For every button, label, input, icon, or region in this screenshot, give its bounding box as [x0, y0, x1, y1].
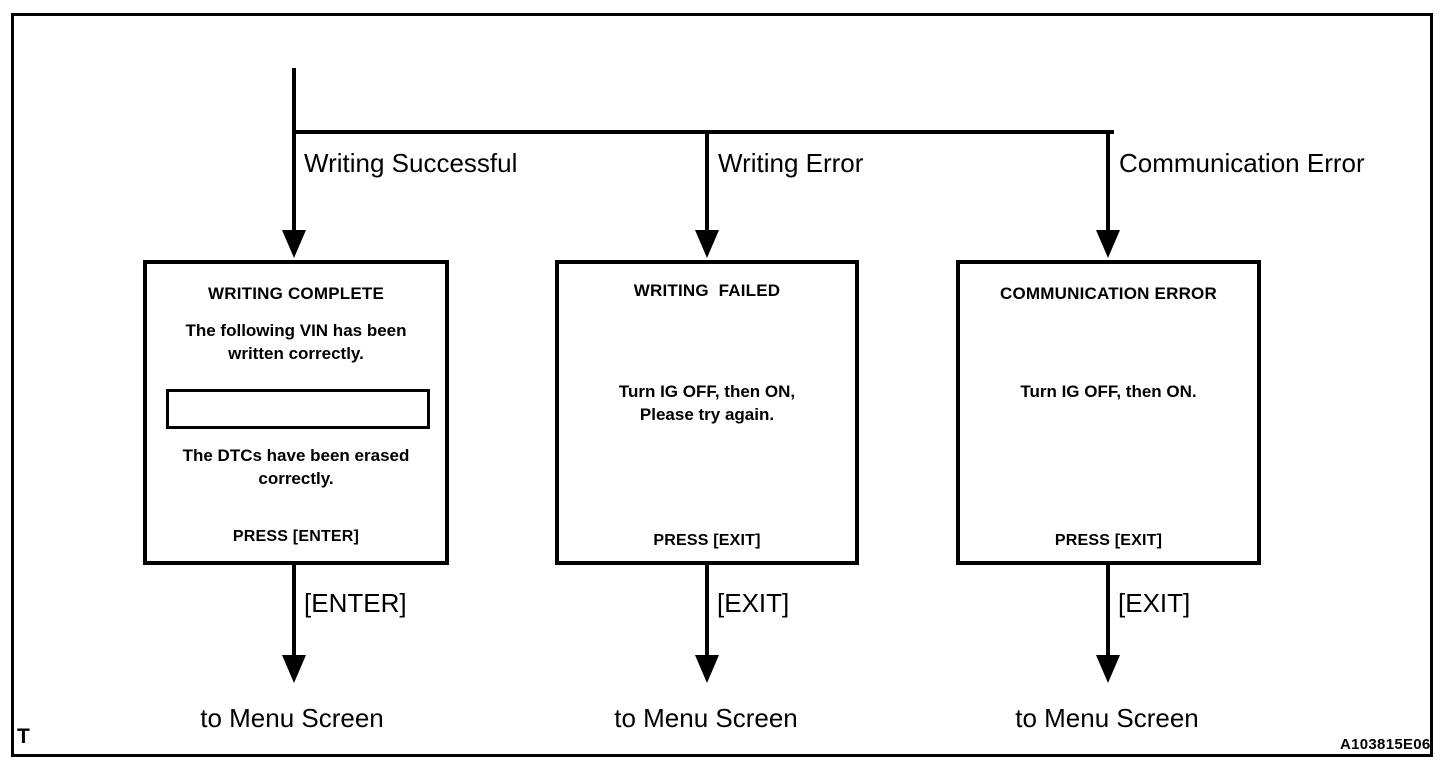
screen-body-secondary: The DTCs have been erased correctly. [182, 446, 410, 488]
screen-box-writing-failed: WRITING FAILED Turn IG OFF, then ON, Ple… [555, 260, 859, 565]
branch-arrowhead-2 [695, 230, 719, 258]
branch-drop-line-1 [292, 130, 296, 232]
screen-body-primary: The following VIN has been written corre… [185, 321, 407, 363]
branch-drop-line-2 [705, 130, 709, 232]
terminal-label-3: to Menu Screen [1015, 703, 1199, 733]
screen-footer-prompt: PRESS [ENTER] [232, 528, 360, 545]
entry-stem-line [292, 68, 296, 134]
vin-display-field [166, 389, 430, 429]
exit-line-1 [292, 565, 296, 657]
screen-title: COMMUNICATION ERROR [1000, 284, 1217, 303]
screen-title: WRITING FAILED [633, 281, 781, 300]
branch-bus-line [292, 130, 1114, 134]
branch-drop-line-3 [1106, 130, 1110, 232]
exit-arrowhead-1 [282, 655, 306, 683]
screen-footer-prompt: PRESS [EXIT] [1054, 532, 1163, 549]
branch-arrowhead-1 [282, 230, 306, 258]
branch-label-communication-error: Communication Error [1119, 148, 1365, 178]
diagram-frame [11, 13, 1433, 757]
screen-box-communication-error: COMMUNICATION ERROR Turn IG OFF, then ON… [956, 260, 1261, 565]
key-action-label-exit-3: [EXIT] [1118, 588, 1191, 618]
branch-arrowhead-3 [1096, 230, 1120, 258]
figure-reference-code: A103815E06 [1340, 736, 1431, 753]
exit-line-2 [705, 565, 709, 657]
key-action-label-enter: [ENTER] [304, 588, 407, 618]
exit-line-3 [1106, 565, 1110, 657]
screen-body-primary: Turn IG OFF, then ON. [1020, 382, 1197, 401]
key-action-label-exit-2: [EXIT] [717, 588, 790, 618]
screen-body-primary: Turn IG OFF, then ON, Please try again. [618, 382, 796, 424]
screen-footer-prompt: PRESS [EXIT] [653, 532, 761, 549]
screen-box-writing-complete: WRITING COMPLETE The following VIN has b… [143, 260, 449, 565]
exit-arrowhead-2 [695, 655, 719, 683]
terminal-label-1: to Menu Screen [200, 703, 384, 733]
corner-marker-letter: T [17, 725, 30, 748]
exit-arrowhead-3 [1096, 655, 1120, 683]
branch-label-writing-successful: Writing Successful [304, 148, 518, 178]
terminal-label-2: to Menu Screen [614, 703, 798, 733]
screen-title: WRITING COMPLETE [207, 284, 385, 303]
branch-label-writing-error: Writing Error [718, 148, 864, 178]
